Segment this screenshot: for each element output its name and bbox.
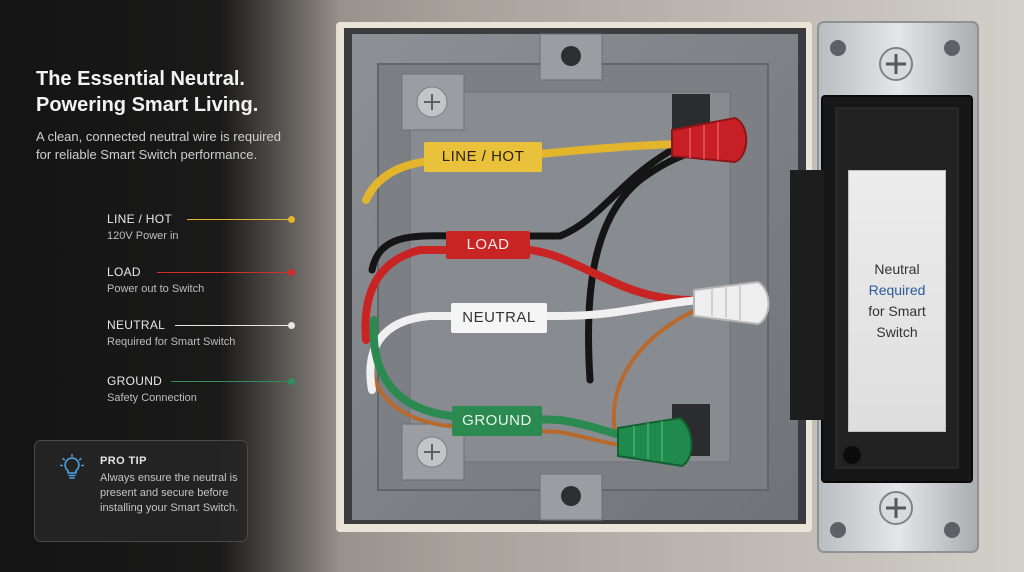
legend-subtitle: Required for Smart Switch [107, 336, 236, 348]
tip-title: PRO TIP [100, 455, 147, 467]
box-screw-top [401, 73, 465, 131]
intro-text: A clean, connected neutral wire is requi… [36, 129, 281, 162]
legend-title: LINE / HOT [107, 212, 173, 226]
box-bottom-hole [561, 486, 581, 506]
legend-title: NEUTRAL [107, 318, 166, 332]
pro-tip-box: PRO TIP Always ensure the neutral is pre… [34, 440, 248, 542]
switch-label-line: Switch [876, 324, 918, 340]
legend-dot [288, 269, 295, 276]
switch-label-card: Neutral Required for Smart Switch [848, 170, 946, 432]
legend-item-neutral: NEUTRAL Required for Smart Switch [107, 318, 307, 358]
wire-nut-red [671, 116, 748, 164]
wire-tag-line: LINE / HOT [424, 142, 542, 172]
switch-label-line: for Smart [868, 303, 926, 319]
legend-dot [288, 378, 295, 385]
switch-label-line: Neutral [874, 261, 920, 277]
strap-hole [830, 40, 846, 56]
strap-hole [944, 40, 960, 56]
legend-item-line: LINE / HOT 120V Power in [107, 212, 307, 252]
headline-line: Powering Smart Living. [36, 94, 259, 116]
wire-black-load [368, 146, 676, 274]
legend-line [171, 381, 291, 382]
legend-line [157, 272, 291, 273]
wire-tag-load: LOAD [446, 231, 530, 259]
legend-title: GROUND [107, 374, 163, 388]
info-panel: The Essential Neutral. Powering Smart Li… [0, 0, 340, 572]
strap-screw-bottom [879, 491, 913, 525]
legend-subtitle: Power out to Switch [107, 283, 205, 295]
switch-indicator [843, 446, 861, 464]
legend-title: LOAD [107, 265, 141, 279]
wire-nut-green [617, 416, 693, 468]
legend-item-ground: GROUND Safety Connection [107, 374, 307, 414]
wire-black-line [584, 146, 704, 384]
lightbulb-icon [60, 454, 84, 479]
legend-subtitle: Safety Connection [107, 392, 197, 404]
tip-text: Always ensure the neutral is present and… [100, 472, 239, 514]
wire-copper-right [611, 306, 702, 438]
strap-screw-top [879, 47, 913, 81]
switch-label-required: Required [868, 282, 926, 298]
legend-line [187, 219, 291, 220]
legend-item-load: LOAD Power out to Switch [107, 265, 307, 305]
box-top-hole [561, 46, 581, 66]
wire-nut-white [693, 280, 770, 326]
legend-line [175, 325, 291, 326]
legend-subtitle: 120V Power in [107, 230, 179, 242]
wire-tag-neutral: NEUTRAL [451, 303, 547, 333]
wire-red [361, 246, 694, 344]
legend-dot [288, 216, 295, 223]
headline-line: The Essential Neutral. [36, 68, 245, 90]
headline: The Essential Neutral. Powering Smart Li… [36, 66, 258, 118]
switch-side [790, 170, 824, 420]
strap-hole [944, 522, 960, 538]
strap-hole [830, 522, 846, 538]
legend-dot [288, 322, 295, 329]
wire-tag-ground: GROUND [452, 406, 542, 436]
